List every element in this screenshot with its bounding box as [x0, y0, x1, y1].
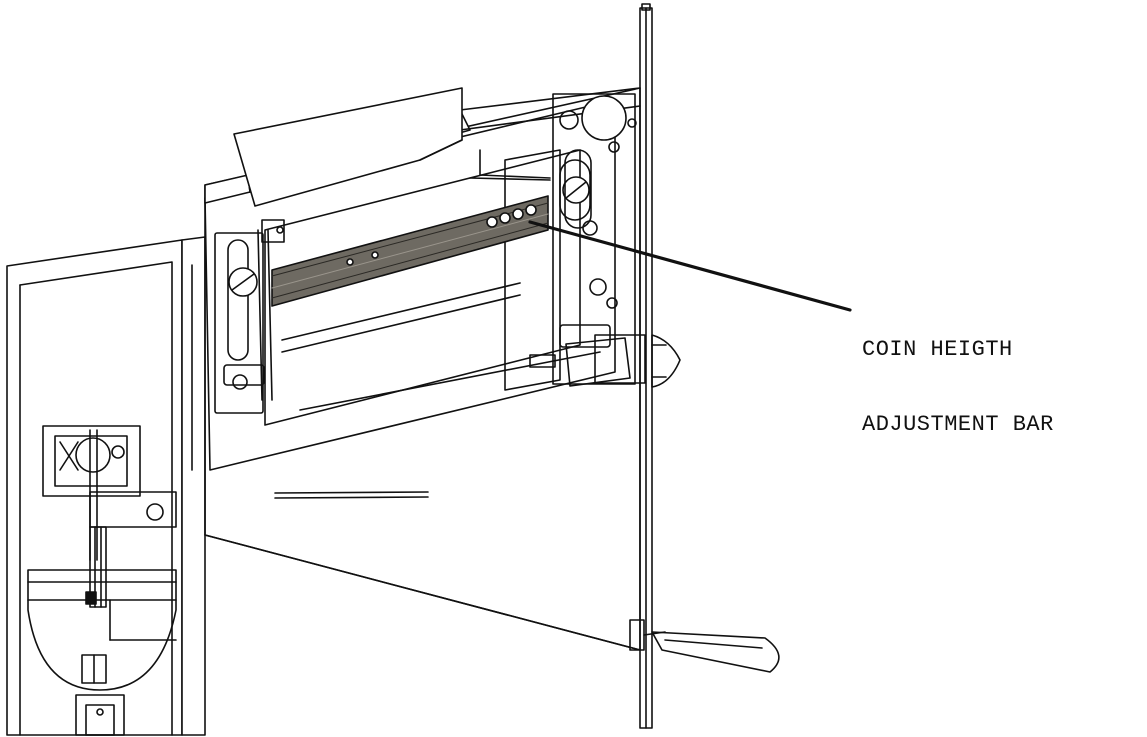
coin-return-button: [565, 334, 681, 388]
main-housing: [204, 87, 641, 651]
callout-leader-line: [528, 220, 852, 312]
callout-line-1: COIN HEIGTH: [862, 337, 1013, 362]
door-coin-mechanism: [27, 425, 177, 736]
mounting-screws: [228, 159, 591, 297]
right-mounting-plate: [552, 93, 637, 385]
coin-release-lever: [629, 619, 780, 673]
callout-line-2: ADJUSTMENT BAR: [862, 412, 1054, 437]
coin-height-adjustment-bar-label: COIN HEIGTH ADJUSTMENT BAR: [862, 287, 1054, 462]
coin-height-adjustment-bar: [271, 195, 549, 307]
left-door-panel: [6, 236, 206, 736]
